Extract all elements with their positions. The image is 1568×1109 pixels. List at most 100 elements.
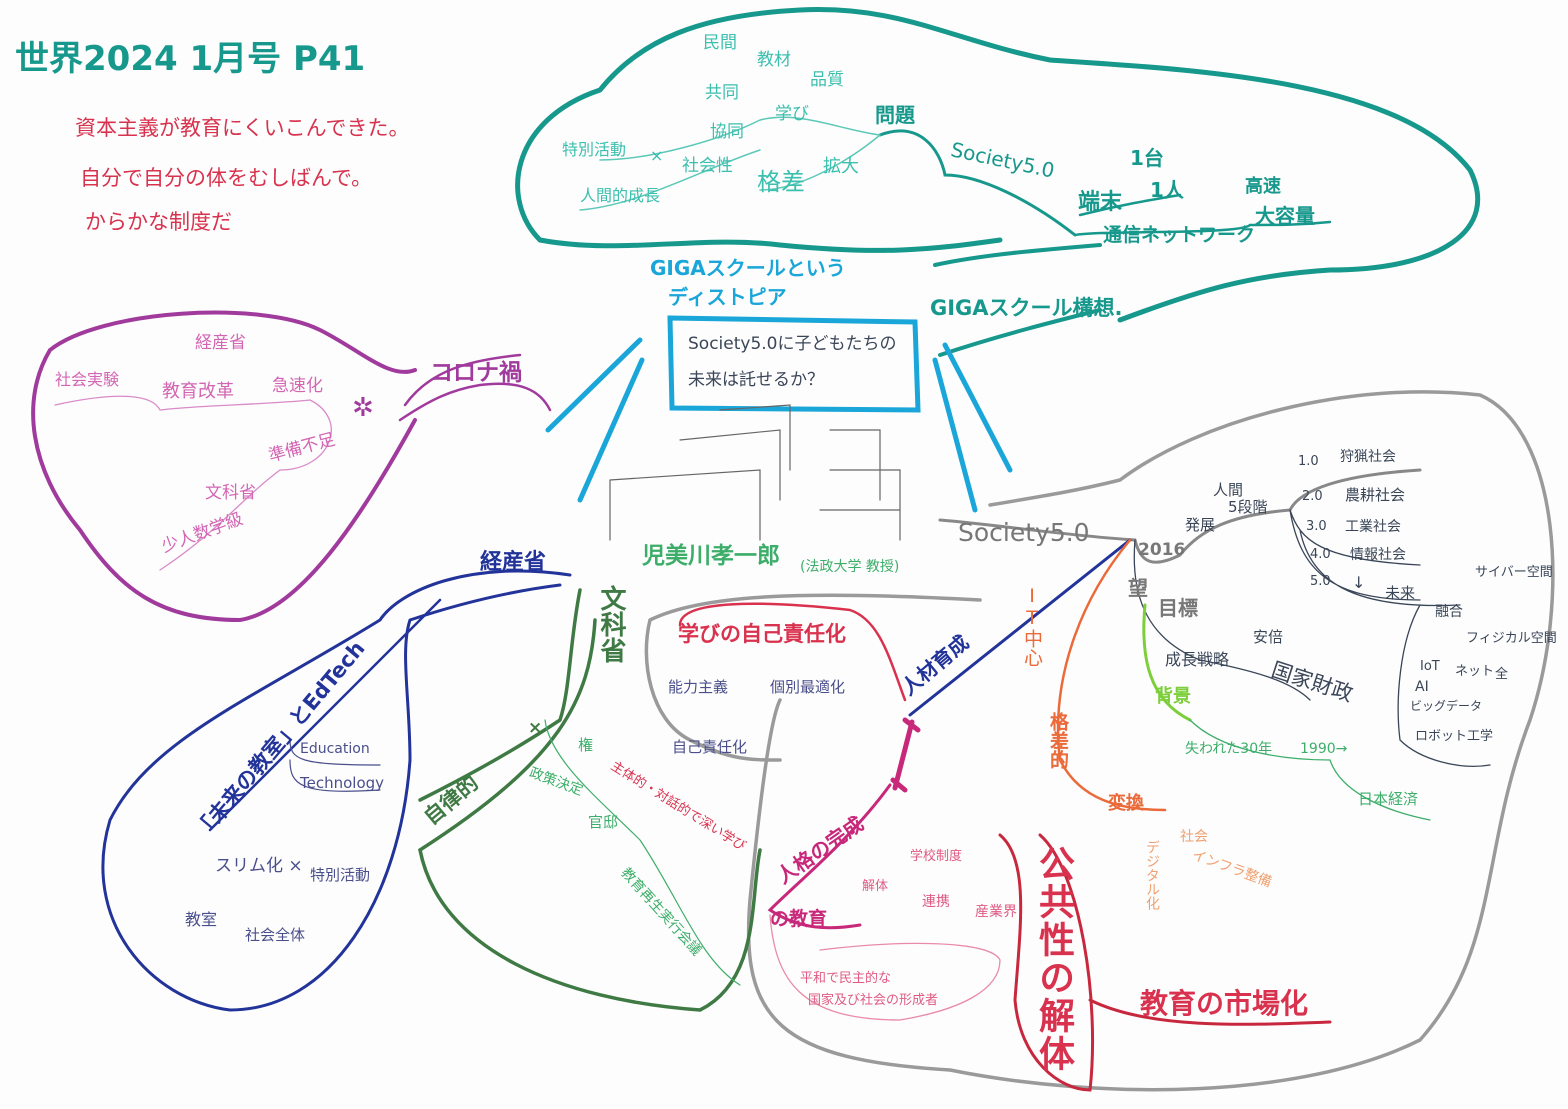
- node-mext-purple: 文科省: [205, 483, 256, 503]
- node-1990: 1990→: [1300, 741, 1348, 757]
- node-kantei: 官邸: [588, 813, 619, 831]
- stage-num-2: 2.0: [1302, 489, 1323, 504]
- node-tokubetsu: 特別活動: [562, 140, 627, 159]
- stage-num-5: 5.0: [1310, 574, 1331, 589]
- node-ushinawareta: 失われた30年: [1185, 741, 1273, 757]
- cyan-screen-frame: [667, 315, 921, 413]
- purple-bubble-outline: [31, 310, 417, 623]
- node-sangyokai: 産業界: [975, 904, 1017, 920]
- node-kyodo2: 協同: [710, 122, 744, 142]
- node-renkei: 連携: [922, 894, 950, 910]
- node-network: 通信ネットワーク: [1103, 224, 1256, 246]
- node-gakko-seido: 学校制度: [910, 849, 963, 864]
- node-tokubetsu-blue: 特別活動: [310, 866, 371, 884]
- node-kaitai-small: 解体: [862, 879, 889, 894]
- note-line-3: からかな制度だ: [85, 210, 232, 234]
- node-ningen-seicho: 人間的成長: [580, 186, 661, 205]
- node-bigdata: ビッグデータ: [1410, 699, 1483, 713]
- node-shakai-jikken: 社会実験: [55, 370, 120, 389]
- node-mokuhyo: 目標: [1158, 596, 1198, 620]
- stage-label-4: 情報社会: [1350, 547, 1406, 563]
- node-slim: スリム化 ×: [215, 856, 303, 876]
- node-tanmatsu: 端末: [1078, 190, 1123, 215]
- node-henkan: 変換: [1108, 793, 1144, 814]
- node-1dai: 1台: [1130, 146, 1164, 170]
- node-iot: IoT: [1420, 659, 1440, 674]
- node-digital: デジタル化: [1144, 840, 1160, 910]
- teal-bubble-outline: [515, 7, 1481, 323]
- node-kyoshitsu: 教室: [185, 910, 218, 929]
- node-robot: ロボット工学: [1415, 729, 1494, 744]
- node-2016: 2016: [1138, 540, 1186, 560]
- gray-region-outline: [644, 390, 1555, 1092]
- stage-label-3: 工業社会: [1345, 519, 1401, 535]
- node-mondai: 問題: [875, 103, 915, 127]
- peace-line-1: 平和で民主的な: [800, 971, 892, 986]
- stage-num-1: 1.0: [1298, 454, 1319, 469]
- node-seicho-senryaku: 成長戦略: [1165, 650, 1230, 669]
- node-kakusa: 格差: [757, 168, 805, 196]
- node-hinshitsu: 品質: [810, 70, 844, 90]
- node-no-kyoiku: の教育: [770, 908, 828, 930]
- stage-num-4: 4.0: [1310, 547, 1331, 562]
- stage-num-3: 3.0: [1306, 519, 1327, 534]
- node-technology: Technology: [300, 774, 385, 792]
- node-physical: フィジカル空間: [1466, 631, 1557, 646]
- green-bubble-outline: [418, 588, 762, 1012]
- node-meti: 経産省: [480, 550, 547, 575]
- node-meti-purple: 経産省: [195, 333, 246, 353]
- node-net: ネット: [1455, 664, 1495, 679]
- node-abe: 安倍: [1253, 628, 1284, 646]
- node-manabi: 学び: [775, 104, 809, 124]
- node-jiko-sekinin: 自己責任化: [672, 738, 748, 756]
- node-kosoku: 高速: [1245, 176, 1281, 197]
- node-5dankai: 5段階: [1228, 498, 1268, 516]
- node-kakusa-teki: 格差的: [1047, 712, 1069, 769]
- virus-icon: ✲: [352, 393, 374, 423]
- center-title-1: GIGAスクールという: [650, 256, 846, 280]
- node-education: Education: [300, 741, 370, 757]
- classroom-desks-sketch: [609, 404, 901, 541]
- node-hatten: 発展: [1185, 516, 1216, 534]
- node-kyozai: 教材: [757, 50, 791, 70]
- node-mirai: 未来: [1385, 584, 1416, 602]
- node-yugo: 融合: [1435, 604, 1463, 620]
- node-nihon-keizai: 日本経済: [1358, 790, 1419, 808]
- node-minkan: 民間: [703, 33, 737, 53]
- node-kobetsu: 個別最適化: [770, 678, 846, 696]
- node-noryoku: 能力主義: [668, 678, 729, 696]
- node-it-chushin: IT中心: [1021, 585, 1043, 667]
- node-kakudai: 拡大: [823, 156, 859, 177]
- node-ken: 権: [578, 736, 594, 754]
- page-title: 世界2024 1月号 P41: [15, 39, 366, 79]
- node-cyber: サイバー空間: [1475, 565, 1553, 580]
- stage-label-1: 狩猟社会: [1340, 449, 1396, 465]
- screen-line-2: 未来は託せるか？: [688, 370, 824, 390]
- node-mext: 文科省: [596, 585, 626, 663]
- node-kokyosei: 公共性の解体: [1033, 845, 1074, 1073]
- node-shakaisei: 社会性: [682, 156, 733, 176]
- author-name: 児美川孝一郎: [642, 543, 780, 569]
- node-1nin: 1人: [1150, 178, 1184, 202]
- node-shakai-orange: 社会: [1180, 829, 1208, 845]
- node-ningen: 人間: [1213, 481, 1244, 499]
- node-ai: AI: [1415, 679, 1429, 695]
- screen-line-1: Society5.0に子どもたちの: [688, 334, 897, 354]
- note-line-2: 自分で自分の体をむしばんで。: [80, 166, 373, 190]
- node-zen: 全: [1495, 667, 1509, 682]
- node-kyusokuka: 急速化: [272, 376, 323, 396]
- stage-label-2: 農耕社会: [1345, 486, 1406, 504]
- node-society50: Society5.0: [958, 518, 1090, 547]
- node-kyoiku-kaikaku: 教育改革: [162, 381, 234, 402]
- node-daiyoryo: 大容量: [1255, 204, 1315, 228]
- blue-bubble-outline: [101, 569, 572, 1012]
- node-haikei: 背景: [1155, 686, 1191, 707]
- author-affiliation: (法政大学 教授): [800, 559, 900, 575]
- node-giga-koso: GIGAスクール構想.: [930, 296, 1123, 320]
- node-cross: ×: [650, 146, 664, 165]
- arrow-down-icon: ↓: [1352, 573, 1366, 592]
- node-self-resp: 学びの自己責任化: [678, 622, 846, 646]
- note-line-1: 資本主義が教育にくいこんできた。: [75, 116, 410, 140]
